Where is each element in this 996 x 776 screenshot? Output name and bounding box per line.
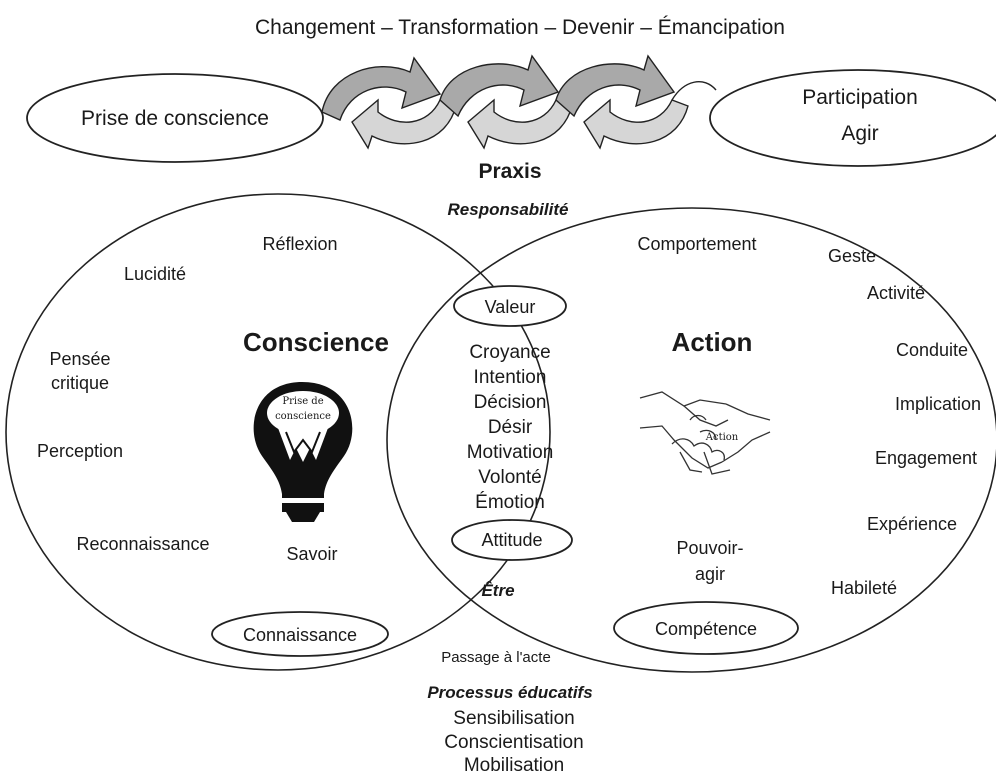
valeur-label: Valeur <box>485 297 536 317</box>
attitude-oval <box>451 519 573 561</box>
participation-label: Participation <box>802 86 918 109</box>
geste-label: Geste <box>828 246 876 266</box>
action-circle <box>386 207 996 673</box>
intersection-item: Désir <box>488 417 533 438</box>
bulb-label-line1: Prise de <box>282 396 323 407</box>
spiral-arrow-3 <box>555 54 689 150</box>
conscience-heading: Conscience <box>243 327 389 357</box>
conscience-circle <box>5 193 551 671</box>
connaissance-label: Connaissance <box>243 625 357 645</box>
perception-label: Perception <box>37 441 123 461</box>
connaissance-oval <box>211 611 389 657</box>
lucidite-label: Lucidité <box>124 264 186 284</box>
agir-label: Agir <box>841 122 878 145</box>
intersection-list: Croyance Intention Décision Désir Motiva… <box>467 342 554 513</box>
processus-educatifs-heading: Processus éducatifs <box>427 683 592 702</box>
savoir-label: Savoir <box>286 544 337 564</box>
intersection-item: Volonté <box>478 467 541 488</box>
comportement-label: Comportement <box>637 234 756 254</box>
competence-label: Compétence <box>655 619 757 639</box>
intersection-item: Émotion <box>475 492 545 513</box>
praxis-label: Praxis <box>478 160 541 183</box>
intersection-item: Motivation <box>467 442 554 463</box>
critique-label: critique <box>51 373 109 393</box>
attitude-label: Attitude <box>481 530 542 550</box>
competence-oval <box>613 601 799 655</box>
light-bulb-icon: Prise de conscience <box>253 382 353 522</box>
intersection-item: Croyance <box>469 342 550 363</box>
hands-label: Action <box>705 432 739 443</box>
valeur-oval <box>453 285 567 327</box>
handshake-icon: Action <box>639 391 771 475</box>
responsabilite-label: Responsabilité <box>448 200 569 219</box>
etre-label: Être <box>481 581 514 600</box>
engagement-label: Engagement <box>875 448 977 468</box>
conduite-label: Conduite <box>896 340 968 360</box>
spiral-arrow-2 <box>439 54 573 150</box>
bulb-label-line2: conscience <box>275 411 331 422</box>
habilete-label: Habileté <box>831 578 897 598</box>
sensibilisation-label: Sensibilisation <box>453 708 574 729</box>
conscientisation-label: Conscientisation <box>444 732 583 753</box>
passage-a-l-acte-label: Passage à l'acte <box>441 649 551 666</box>
spiral-arrow-1 <box>321 56 457 150</box>
transformation-spiral-arrows <box>321 54 717 150</box>
spiral-tail <box>671 81 717 101</box>
diagram-title: Changement – Transformation – Devenir – … <box>255 16 785 39</box>
agir-right-label: agir <box>695 564 725 584</box>
activite-label: Activité <box>867 283 925 303</box>
prise-de-conscience-oval <box>26 73 324 163</box>
experience-label: Expérience <box>867 514 957 534</box>
implication-label: Implication <box>895 394 981 414</box>
reflexion-label: Réflexion <box>262 234 337 254</box>
intersection-item: Intention <box>474 367 547 388</box>
pensee-label: Pensée <box>49 349 110 369</box>
pouvoir-label: Pouvoir- <box>676 538 743 558</box>
mobilisation-label: Mobilisation <box>464 755 564 776</box>
action-heading: Action <box>672 327 753 357</box>
intersection-item: Décision <box>474 392 547 413</box>
participation-oval <box>709 69 996 167</box>
reconnaissance-label: Reconnaissance <box>76 534 209 554</box>
prise-de-conscience-label: Prise de conscience <box>81 107 269 130</box>
